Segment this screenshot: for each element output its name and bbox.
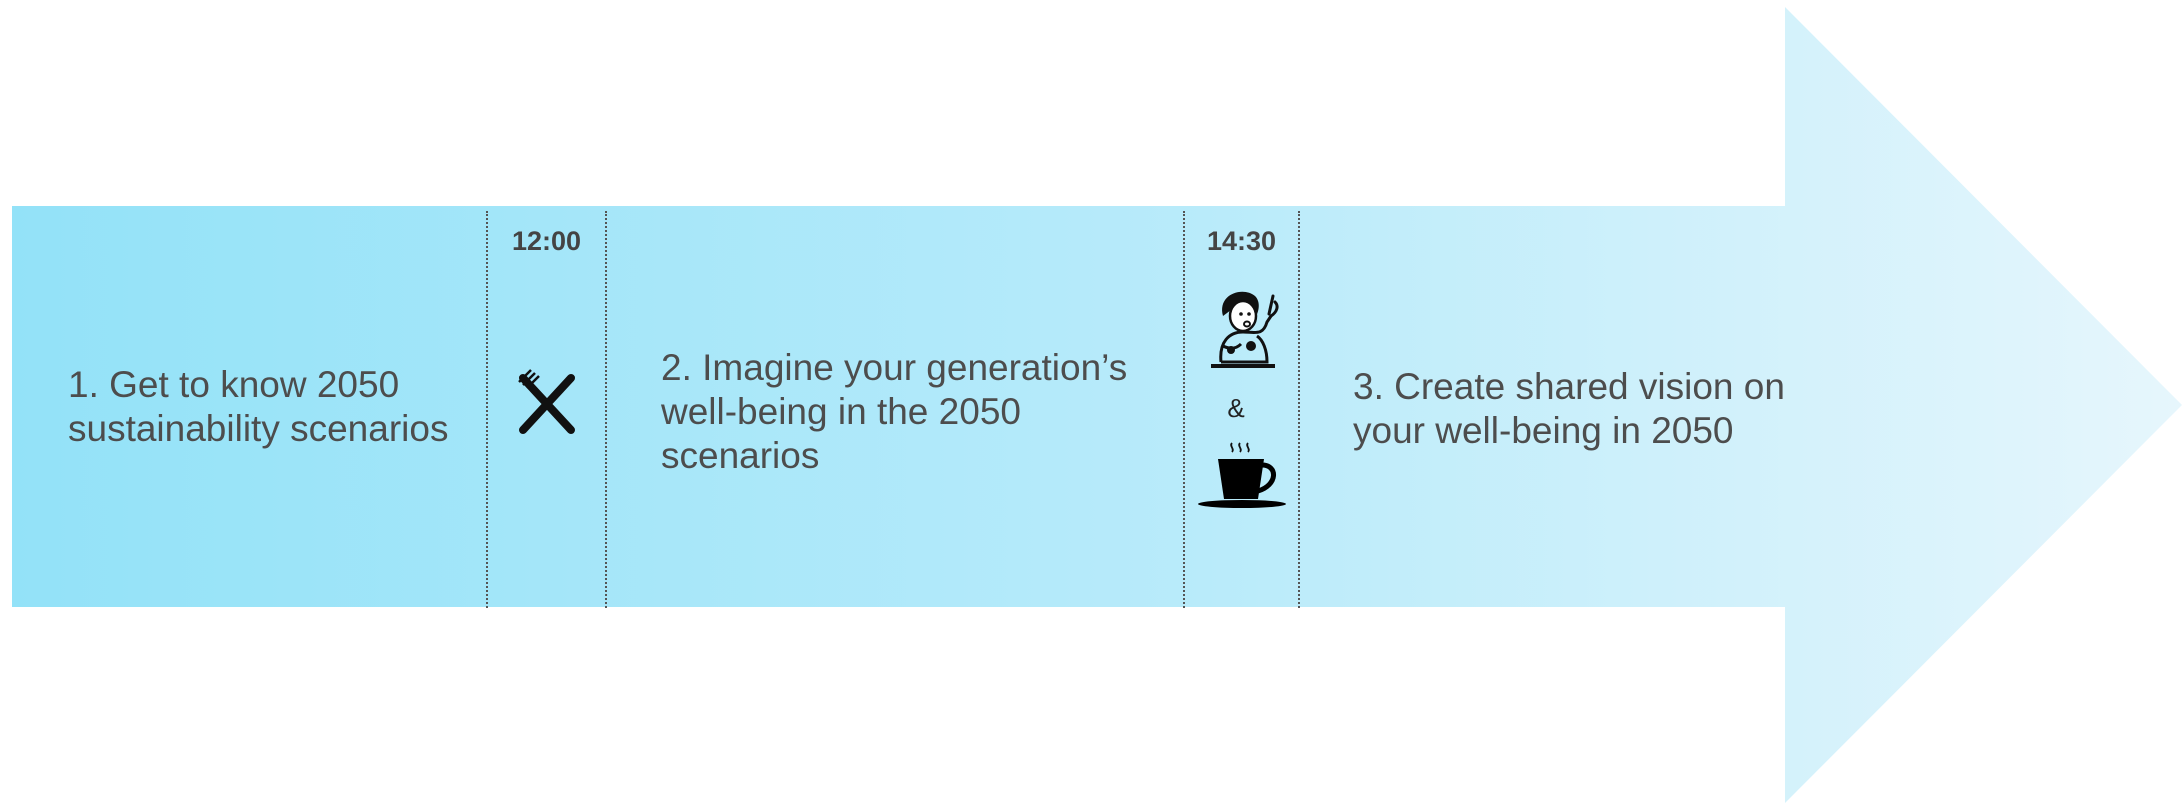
step-2-label: 2. Imagine your generation’s well-being … [661,346,1127,478]
connector-ampersand: & [1227,393,1245,423]
divider-1 [486,211,488,608]
step-1-line-1: 1. Get to know 2050 [68,364,400,405]
step-3-line-2: your well-being in 2050 [1353,410,1734,451]
coffee-cup-icon [1198,442,1286,508]
step-1-label: 1. Get to know 2050 sustainability scena… [68,363,448,451]
divider-2 [605,211,607,608]
divider-3 [1183,211,1185,608]
step-2-line-2: well-being in the 2050 [661,391,1021,432]
break-1-time: 12:00 [511,226,582,256]
presenter-icon [1211,291,1279,368]
divider-4 [1298,211,1300,608]
step-1-line-2: sustainability scenarios [68,408,449,449]
step-2-line-1: 2. Imagine your generation’s [661,347,1128,388]
fork-knife-icon [518,369,575,434]
step-3-label: 3. Create shared vision on your well-bei… [1353,365,1785,453]
break-2-time: 14:30 [1206,226,1277,256]
step-3-line-1: 3. Create shared vision on [1353,366,1785,407]
step-2-line-3: scenarios [661,435,820,476]
